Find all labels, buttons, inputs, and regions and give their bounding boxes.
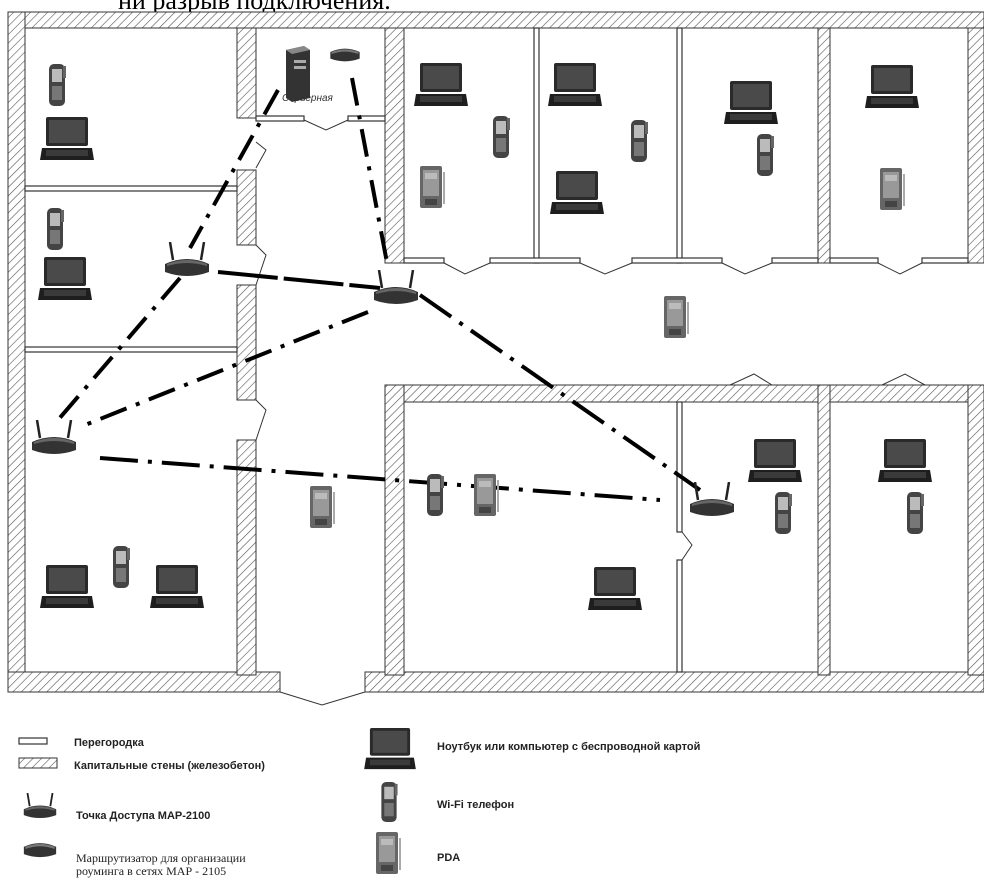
legend-router-label-line2: роуминга в сетях МАР - 2105	[76, 864, 227, 878]
legend-capital-walls-label: Капитальные стены (железобетон)	[74, 760, 265, 772]
laptop-icon	[748, 439, 802, 482]
laptop-icon	[550, 171, 604, 214]
pda-icon	[664, 296, 689, 338]
capital-walls	[7, 11, 984, 693]
router-legend-icon	[23, 843, 57, 858]
legend-partition-label: Перегородка	[74, 737, 144, 749]
wifi-phone-legend-icon	[381, 782, 398, 822]
laptop-icon	[588, 567, 642, 610]
laptop-icon	[548, 63, 602, 106]
wifi-phone-icon	[113, 546, 130, 588]
legend-access-point-label: Точка Доступа МАР-2100	[76, 810, 211, 822]
pda-icon	[474, 474, 499, 516]
wifi-phone-icon	[757, 134, 774, 176]
access-point-icon	[163, 242, 211, 278]
wifi-phone-icon	[47, 208, 64, 250]
wifi-phone-icon	[775, 492, 792, 534]
access-point-icon	[30, 420, 78, 456]
pda-legend-icon	[376, 832, 401, 874]
caption-fragment: ни разрыв подключения.	[118, 0, 391, 15]
laptop-icon	[38, 257, 92, 300]
laptop-icon	[865, 65, 919, 108]
laptop-icon	[414, 63, 468, 106]
pda-icon	[880, 168, 905, 210]
wifi-phone-icon	[631, 120, 648, 162]
wifi-phone-icon	[907, 492, 924, 534]
wifi-phone-icon	[49, 64, 66, 106]
access-point-icon	[688, 482, 736, 518]
legend-wifi-phone-label: Wi-Fi телефон	[437, 799, 515, 811]
legend-laptop-label: Ноутбук или компьютер с беспроводной кар…	[437, 741, 701, 753]
pda-icon	[420, 166, 445, 208]
partition-legend-icon	[18, 737, 48, 745]
wireless-links	[56, 77, 702, 502]
legend-router-label-line1: Маршрутизатор для организации	[76, 851, 246, 865]
pda-icon	[310, 486, 335, 528]
laptop-icon	[150, 565, 204, 608]
laptop-icon	[724, 81, 778, 124]
router-icon	[330, 48, 360, 62]
wifi-phone-icon	[427, 474, 444, 516]
server-room-label: Серверная	[282, 93, 333, 104]
wifi-phone-icon	[493, 116, 510, 158]
laptop-icon	[878, 439, 932, 482]
laptop-legend-icon	[364, 727, 416, 770]
access-point-legend-icon	[22, 793, 58, 819]
access-point-icon	[372, 270, 420, 306]
legend-pda-label: PDA	[437, 852, 461, 864]
laptop-icon	[40, 117, 94, 160]
partitions	[24, 27, 969, 673]
laptop-icon	[40, 565, 94, 608]
capital-wall-legend-icon	[18, 757, 58, 769]
